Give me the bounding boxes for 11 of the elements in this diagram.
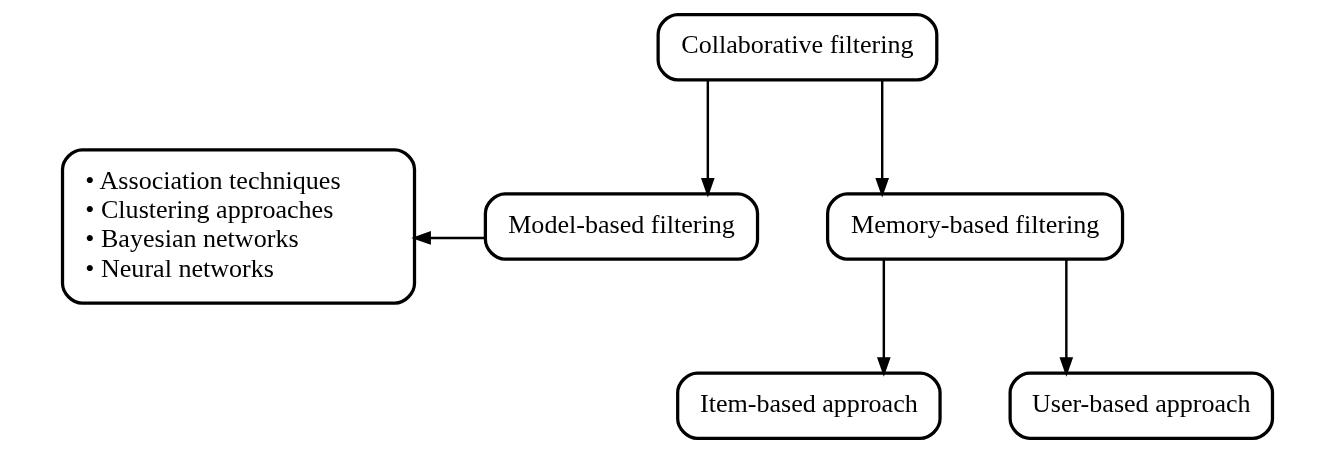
- arrow: [700, 80, 715, 198]
- node-box: Collaborative filtering: [656, 13, 938, 82]
- node-box: Model-based filtering: [483, 192, 759, 261]
- node-box: • Association techniques • Clustering approaches • Bayesian networks • Neural networks: [60, 148, 416, 305]
- arrow: [876, 259, 891, 377]
- arrow: [1059, 259, 1073, 377]
- node-box: User-based approach: [1008, 371, 1274, 440]
- node-box: Memory-based filtering: [825, 192, 1124, 261]
- arrow: [410, 231, 485, 245]
- node-box: Item-based approach: [675, 371, 942, 440]
- arrow: [874, 80, 889, 198]
